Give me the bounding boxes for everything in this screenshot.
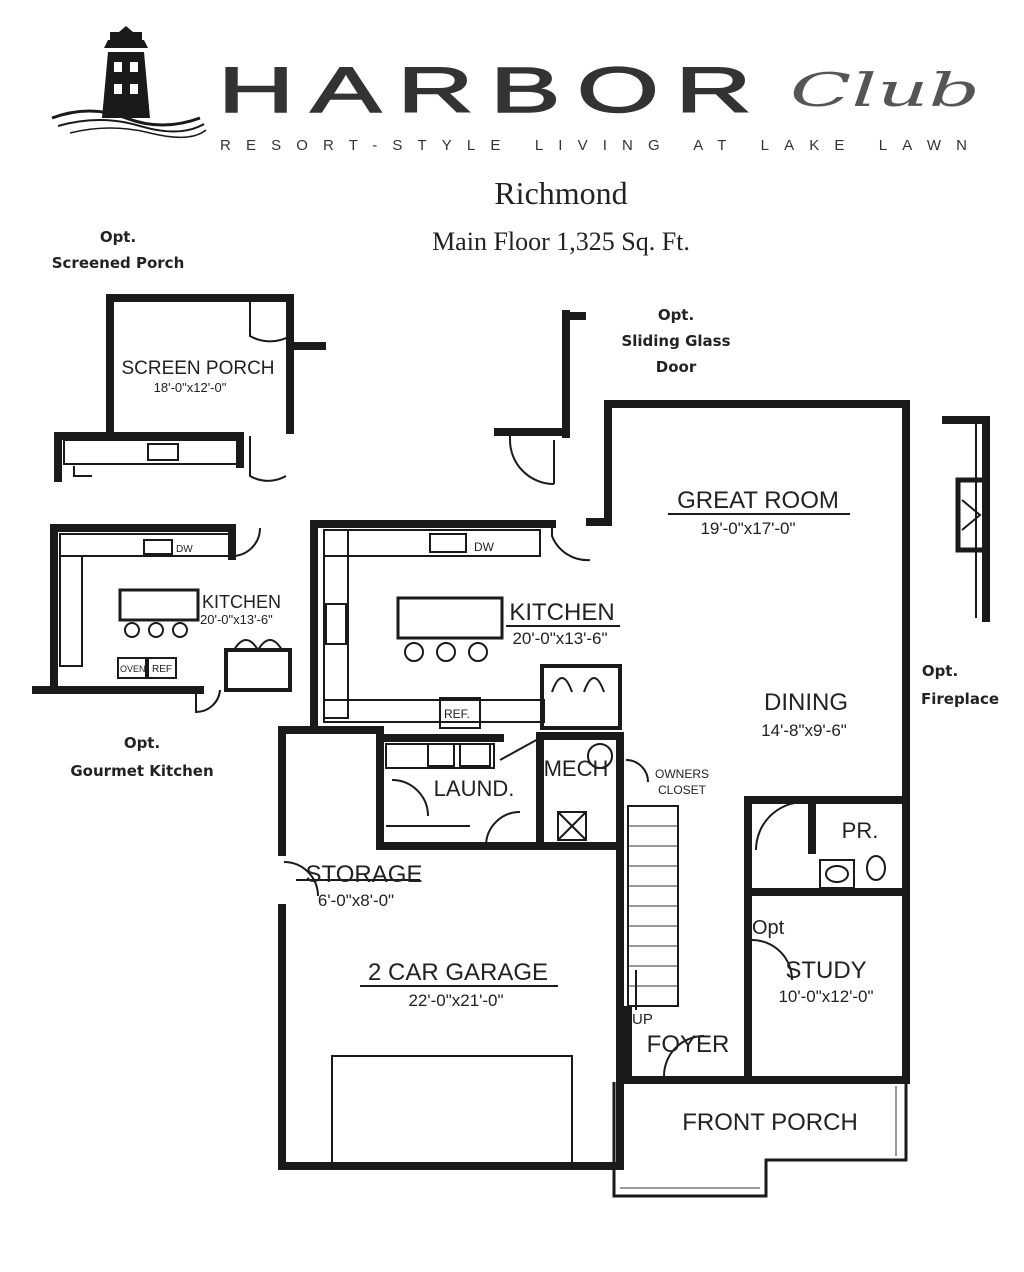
opt-sliding-door-line3: Door — [656, 358, 697, 376]
great-room-name: GREAT ROOM — [677, 487, 839, 514]
opt-screened-porch-line1: Opt. — [100, 228, 136, 246]
opt-sliding-door-line2: Sliding Glass — [621, 332, 730, 350]
study-opt: Opt — [752, 917, 785, 939]
opt-kitchen-dw: DW — [176, 544, 193, 555]
study-dim: 10'-0"x12'-0" — [778, 987, 873, 1006]
foyer-name: FOYER — [647, 1031, 730, 1058]
fireplace-plan — [942, 416, 990, 622]
opt-gourmet-kitchen-line1: Opt. — [124, 734, 160, 752]
kitchen-ref: REF. — [444, 707, 470, 721]
opt-kitchen-ref: REF — [152, 664, 172, 675]
screen-porch-name: SCREEN PORCH — [121, 358, 274, 379]
laundry-name: LAUND. — [434, 776, 515, 801]
sliding-door-plan — [494, 310, 586, 485]
front-porch-name: FRONT PORCH — [682, 1109, 858, 1136]
harbor-club-logo: HARBOR Club RESORT-STYLE LIVING AT LAKE … — [51, 26, 980, 154]
dining-name: DINING — [764, 689, 848, 716]
opt-gourmet-kitchen-line2: Gourmet Kitchen — [70, 762, 213, 780]
opt-screened-porch-line2: Screened Porch — [52, 254, 185, 272]
brand-script: Club — [790, 63, 980, 117]
study-name: STUDY — [785, 957, 866, 984]
opt-fireplace-line2: Fireplace — [921, 690, 999, 708]
screen-porch-plan — [54, 294, 326, 482]
opt-fireplace-line1: Opt. — [922, 662, 958, 680]
stair-treads — [628, 825, 678, 987]
main-plan-walls — [278, 400, 910, 1198]
owners-closet-line1: OWNERS — [655, 767, 709, 781]
opt-kitchen-dim: 20'-0"x13'-6" — [200, 612, 273, 627]
screen-porch-dim: 18'-0"x12'-0" — [154, 380, 227, 395]
garage-name: 2 CAR GARAGE — [368, 959, 548, 986]
dining-dim: 14'-8"x9'-6" — [761, 721, 847, 740]
plan-title: Richmond — [494, 175, 627, 211]
brand-name: HARBOR — [218, 54, 768, 126]
owners-closet-line2: CLOSET — [658, 783, 707, 797]
garage-dim: 22'-0"x21'-0" — [408, 991, 503, 1010]
stairs-up: UP — [632, 1011, 653, 1028]
mech-name: MECH — [544, 756, 609, 781]
storage-dim: 6'-0"x8'-0" — [318, 891, 394, 910]
kitchen-name: KITCHEN — [509, 599, 614, 626]
opt-kitchen-oven: OVEN — [120, 664, 146, 674]
plan-subtitle: Main Floor 1,325 Sq. Ft. — [432, 227, 690, 256]
storage-name: STORAGE — [306, 861, 423, 888]
kitchen-dim: 20'-0"x13'-6" — [512, 629, 607, 648]
opt-kitchen-name: KITCHEN — [202, 592, 281, 612]
lighthouse-icon — [51, 26, 207, 139]
kitchen-dw: DW — [474, 540, 495, 554]
powder-name: PR. — [842, 818, 879, 843]
opt-sliding-door-line1: Opt. — [658, 306, 694, 324]
gourmet-kitchen-plan — [32, 524, 292, 714]
great-room-dim: 19'-0"x17'-0" — [700, 519, 795, 538]
brand-tagline: RESORT-STYLE LIVING AT LAKE LAWN — [220, 137, 976, 154]
